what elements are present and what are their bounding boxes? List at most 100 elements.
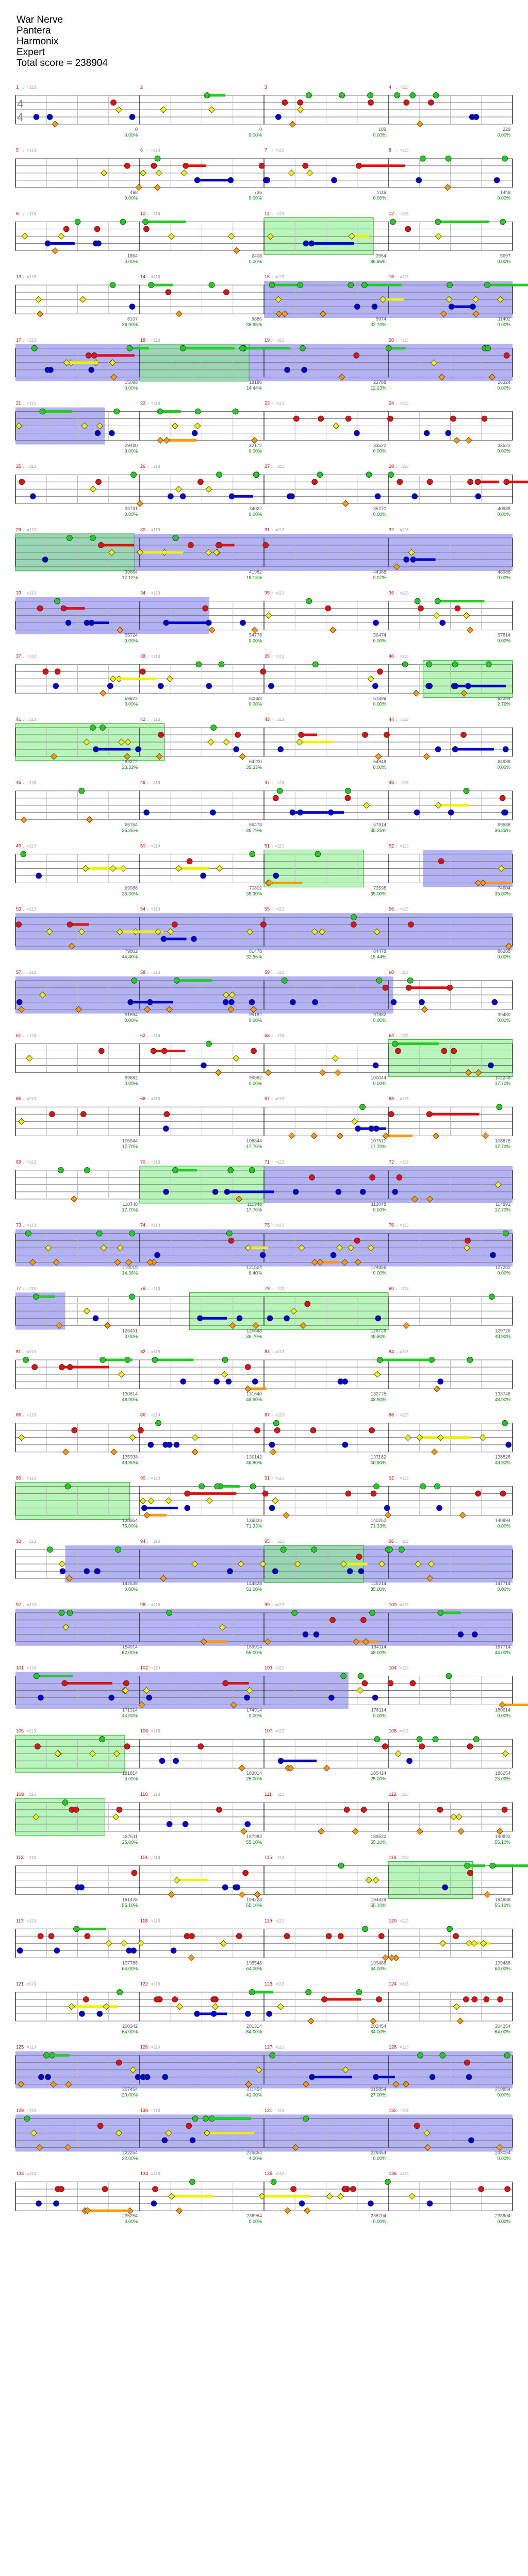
note-gem (337, 1933, 344, 1940)
note-gem (341, 2186, 348, 2193)
sustain-bar (200, 1317, 227, 1320)
measure-number: 20 (389, 338, 394, 343)
note-gem (137, 549, 144, 556)
note-gem (385, 1511, 392, 1519)
measure-score: 194828 (371, 1897, 386, 1902)
measure-percent: 22.00% (122, 2156, 138, 2161)
note-gem (444, 184, 451, 191)
note-gem (267, 1315, 273, 1322)
note-gem (411, 1196, 418, 1203)
bpm-marker: ♩=113 (147, 591, 160, 596)
note-gem (258, 2193, 266, 2200)
note-gem (441, 1048, 448, 1054)
note-gem (336, 1132, 343, 1139)
note-gem (53, 683, 59, 689)
measure-score: 65764 (125, 822, 138, 828)
staff-row: 13♩=113810736.90%14♩=113988636.95%15♩=11… (15, 274, 528, 327)
measure-number: 134 (140, 2171, 148, 2176)
bpm-marker: ♩=113 (147, 1097, 160, 1101)
note-gem (421, 1006, 428, 1013)
measure-number: 118 (140, 1918, 147, 1923)
note-gem (408, 2193, 416, 2200)
note-gem (453, 1933, 459, 1940)
measure-percent: 36.25% (494, 828, 510, 833)
note-gem (204, 92, 210, 98)
note-gem (435, 802, 442, 809)
note-gem (78, 1884, 85, 1891)
measure-percent: 64.00% (122, 1966, 138, 1971)
measure-number: 76 (389, 1223, 394, 1228)
bpm-marker: ♩=113 (271, 338, 285, 343)
bpm-marker: ♩=113 (395, 211, 409, 216)
note-gem (345, 415, 352, 422)
note-gem (453, 436, 460, 444)
note-gem (304, 1301, 311, 1307)
note-gem (330, 1252, 337, 1258)
note-gem (251, 627, 258, 634)
bpm-marker: ♩=113 (23, 148, 36, 153)
measure-percent: 0.00% (497, 954, 510, 959)
measure-score: 736 (254, 190, 262, 195)
note-gem (319, 1069, 326, 1076)
note-gem (244, 1694, 250, 1701)
measure-score: 137182 (371, 1455, 386, 1460)
note-gem (268, 683, 274, 689)
note-gem (98, 1048, 105, 1054)
measure-number: 38 (140, 653, 145, 659)
note-gem (162, 2074, 169, 2080)
note-gem (305, 1989, 312, 1995)
measure-percent: 71.33% (246, 1523, 262, 1528)
note-gem (376, 977, 383, 984)
note-gem (504, 2052, 510, 2059)
measure-score: 33522 (498, 443, 510, 448)
note-gem (147, 1497, 155, 1504)
note-gem (362, 1926, 368, 1932)
sustain-bar (306, 242, 354, 245)
note-gem (139, 1497, 146, 1504)
note-gem (238, 1560, 245, 1568)
note-gem (216, 865, 223, 872)
sustain-bar (101, 544, 134, 547)
measure-score: 189 (378, 127, 386, 132)
note-gem (323, 1764, 331, 1772)
note-gem (59, 1364, 65, 1370)
note-gem (356, 1989, 362, 1995)
note-gem (277, 746, 284, 752)
measure-percent: 0.00% (249, 1713, 262, 1719)
note-gem (460, 732, 467, 738)
note-gem (439, 2052, 446, 2059)
note-gem (32, 1813, 40, 1821)
measure-number: 17 (16, 338, 21, 343)
measure-score: 147714 (495, 1581, 510, 1586)
sustain-bar (36, 1295, 55, 1298)
measure-score: 113048 (371, 1202, 386, 1207)
note-gem (382, 1743, 388, 1750)
note-gem (466, 1940, 473, 1947)
measure-score: 39664 (125, 569, 138, 575)
bpm-marker: ♩=113 (147, 148, 160, 153)
note-gem (378, 1933, 385, 1940)
measure-score: 97882 (373, 1012, 386, 1017)
note-gem (197, 1315, 203, 1322)
note-gem (206, 683, 212, 689)
bpm-marker: ♩=113 (395, 1729, 409, 1733)
sustain-bar (324, 1998, 361, 2001)
note-gem (45, 1244, 52, 1252)
note-gem (484, 282, 490, 288)
note-gem (503, 352, 510, 359)
note-gem (363, 802, 370, 809)
note-gem (392, 1040, 399, 1047)
note-gem (157, 436, 164, 444)
measure-number: 27 (265, 464, 270, 469)
note-gem (90, 535, 96, 541)
note-gem (361, 282, 368, 288)
note-gem (489, 1862, 496, 1869)
note-gem (396, 1174, 403, 1181)
measure-percent: 51.00% (246, 1587, 262, 1592)
note-gem (502, 1750, 509, 1757)
note-gem (17, 1947, 23, 1954)
note-gem (488, 1293, 495, 1300)
staff-row: 109♩=11318751125.00%110♩=11318798255.10%… (15, 1792, 513, 1845)
note-gem (361, 1680, 368, 1687)
note-gem (426, 683, 433, 689)
